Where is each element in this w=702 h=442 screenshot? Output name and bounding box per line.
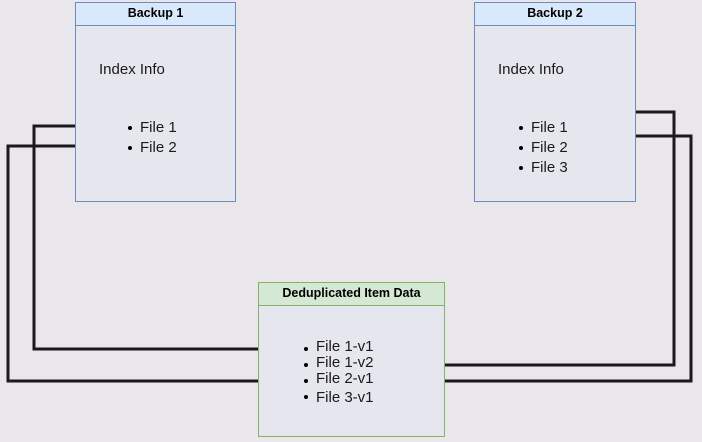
list-item[interactable]: File 2 [126,138,177,158]
list-item[interactable]: File 1 [126,118,177,138]
list-item[interactable]: File 2 [517,138,568,158]
list-item[interactable]: File 1 [517,118,568,138]
list-item[interactable]: File 1-v1 [302,339,374,355]
list-item[interactable]: File 2-v1 [302,371,374,387]
node-backup-1[interactable]: Backup 1 Index Info File 1 File 2 [75,2,236,202]
backup-2-file-list: File 1 File 2 File 3 [517,118,568,178]
backup-1-index-info-label: Index Info [99,61,165,78]
backup-2-index-info-label: Index Info [498,61,564,78]
node-backup-2-title: Backup 2 [475,3,635,26]
list-item[interactable]: File 3-v1 [302,387,374,412]
node-deduplicated-item-data[interactable]: Deduplicated Item Data File 1-v1 File 1-… [258,282,445,437]
dedup-file-list: File 1-v1 File 1-v2 File 2-v1 File 3-v1 [302,339,374,412]
node-backup-1-title: Backup 1 [76,3,235,26]
list-item[interactable]: File 3 [517,158,568,178]
node-dedup-title: Deduplicated Item Data [259,283,444,306]
backup-1-file-list: File 1 File 2 [126,118,177,158]
node-backup-2[interactable]: Backup 2 Index Info File 1 File 2 File 3 [474,2,636,202]
list-item[interactable]: File 1-v2 [302,355,374,371]
node-dedup-body: File 1-v1 File 1-v2 File 2-v1 File 3-v1 [259,306,444,435]
node-backup-2-body: Index Info File 1 File 2 File 3 [475,26,635,200]
node-backup-1-body: Index Info File 1 File 2 [76,26,235,200]
